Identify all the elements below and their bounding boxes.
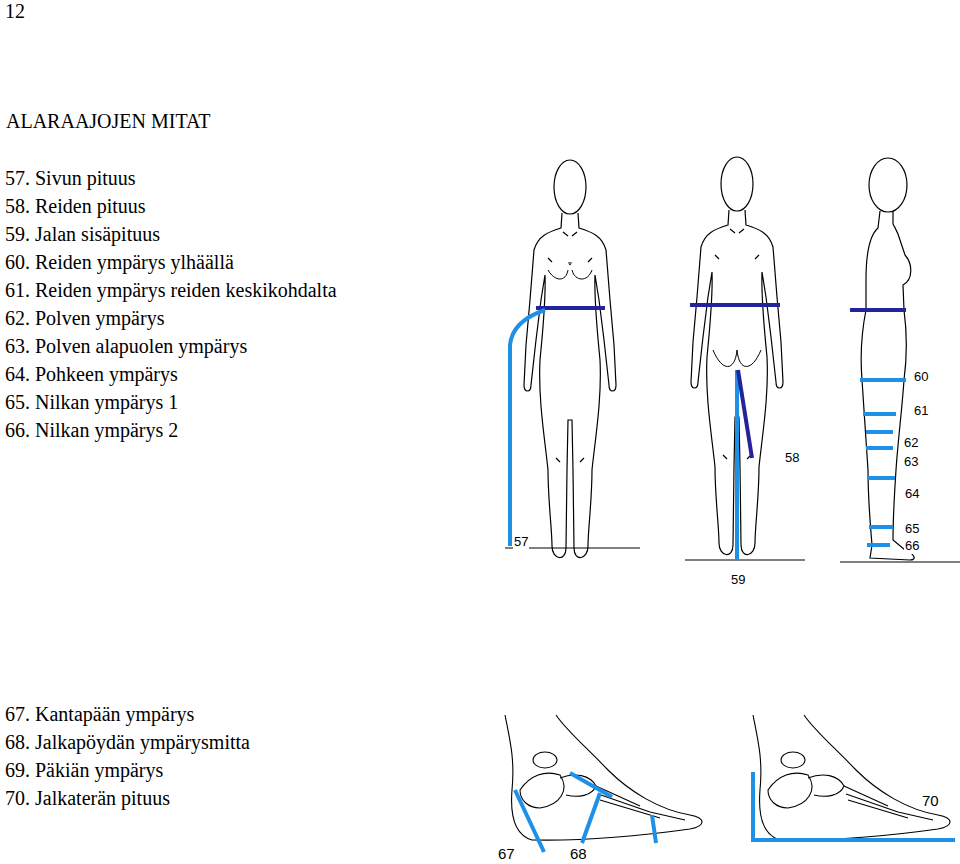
legend-item: 70. Jalkaterän pituus: [5, 787, 170, 810]
callout-number: 63: [903, 455, 919, 470]
floor-line: [685, 560, 805, 561]
callout-number: 60: [913, 370, 929, 385]
legend-item: 65. Nilkan ympärys 1: [5, 391, 178, 414]
callout-number: 65: [904, 522, 920, 537]
legend-item: 67. Kantapään ympärys: [5, 703, 194, 726]
waist-line: [690, 303, 780, 307]
side-length-line: [510, 310, 545, 546]
callout-number: 61: [913, 404, 929, 419]
thigh-length-line: [738, 370, 752, 458]
legend-item: 59. Jalan sisäpituus: [5, 223, 160, 246]
legend-item: 66. Nilkan ympärys 2: [5, 419, 178, 442]
waist-line: [536, 306, 605, 310]
legend-item: 64. Pohkeen ympärys: [5, 363, 178, 386]
floor-line: [840, 562, 960, 563]
legend-item: 63. Polven alapuolen ympärys: [5, 335, 247, 358]
callout-number: 59: [730, 573, 746, 588]
callout-number: 67: [497, 845, 516, 862]
callout-number: 68: [569, 845, 588, 862]
circumference-lines: [860, 380, 906, 545]
page-number: 12: [5, 0, 25, 23]
back-buttocks: [713, 350, 761, 367]
front-chest: [548, 270, 592, 279]
foot-skeleton: [753, 715, 950, 840]
waist-line: [850, 308, 906, 312]
callout-number: 62: [903, 436, 919, 451]
front-figure: [524, 160, 616, 558]
legend-item: 68. Jalkapöydän ympärysmitta: [5, 731, 250, 754]
callout-number: 70: [921, 792, 940, 809]
legend-item: 61. Reiden ympärys reiden keskikohdalta: [5, 279, 337, 302]
legend-item: 62. Polven ympärys: [5, 307, 164, 330]
foot-lines: [515, 772, 955, 852]
legend-item: 69. Päkiän ympärys: [5, 759, 163, 782]
callout-number: 58: [784, 451, 800, 466]
callout-number: 57: [513, 535, 529, 550]
page-heading: ALARAAJOJEN MITAT: [6, 110, 211, 133]
legend-item: 60. Reiden ympärys ylhäällä: [5, 251, 234, 274]
front-navel: [569, 262, 571, 265]
callout-number: 66: [904, 539, 920, 554]
legend-item: 58. Reiden pituus: [5, 195, 146, 218]
callout-number: 64: [904, 487, 920, 502]
inseam-line: [735, 370, 739, 560]
legend-item: 57. Sivun pituus: [5, 167, 136, 190]
foot-skeleton: [505, 715, 702, 840]
